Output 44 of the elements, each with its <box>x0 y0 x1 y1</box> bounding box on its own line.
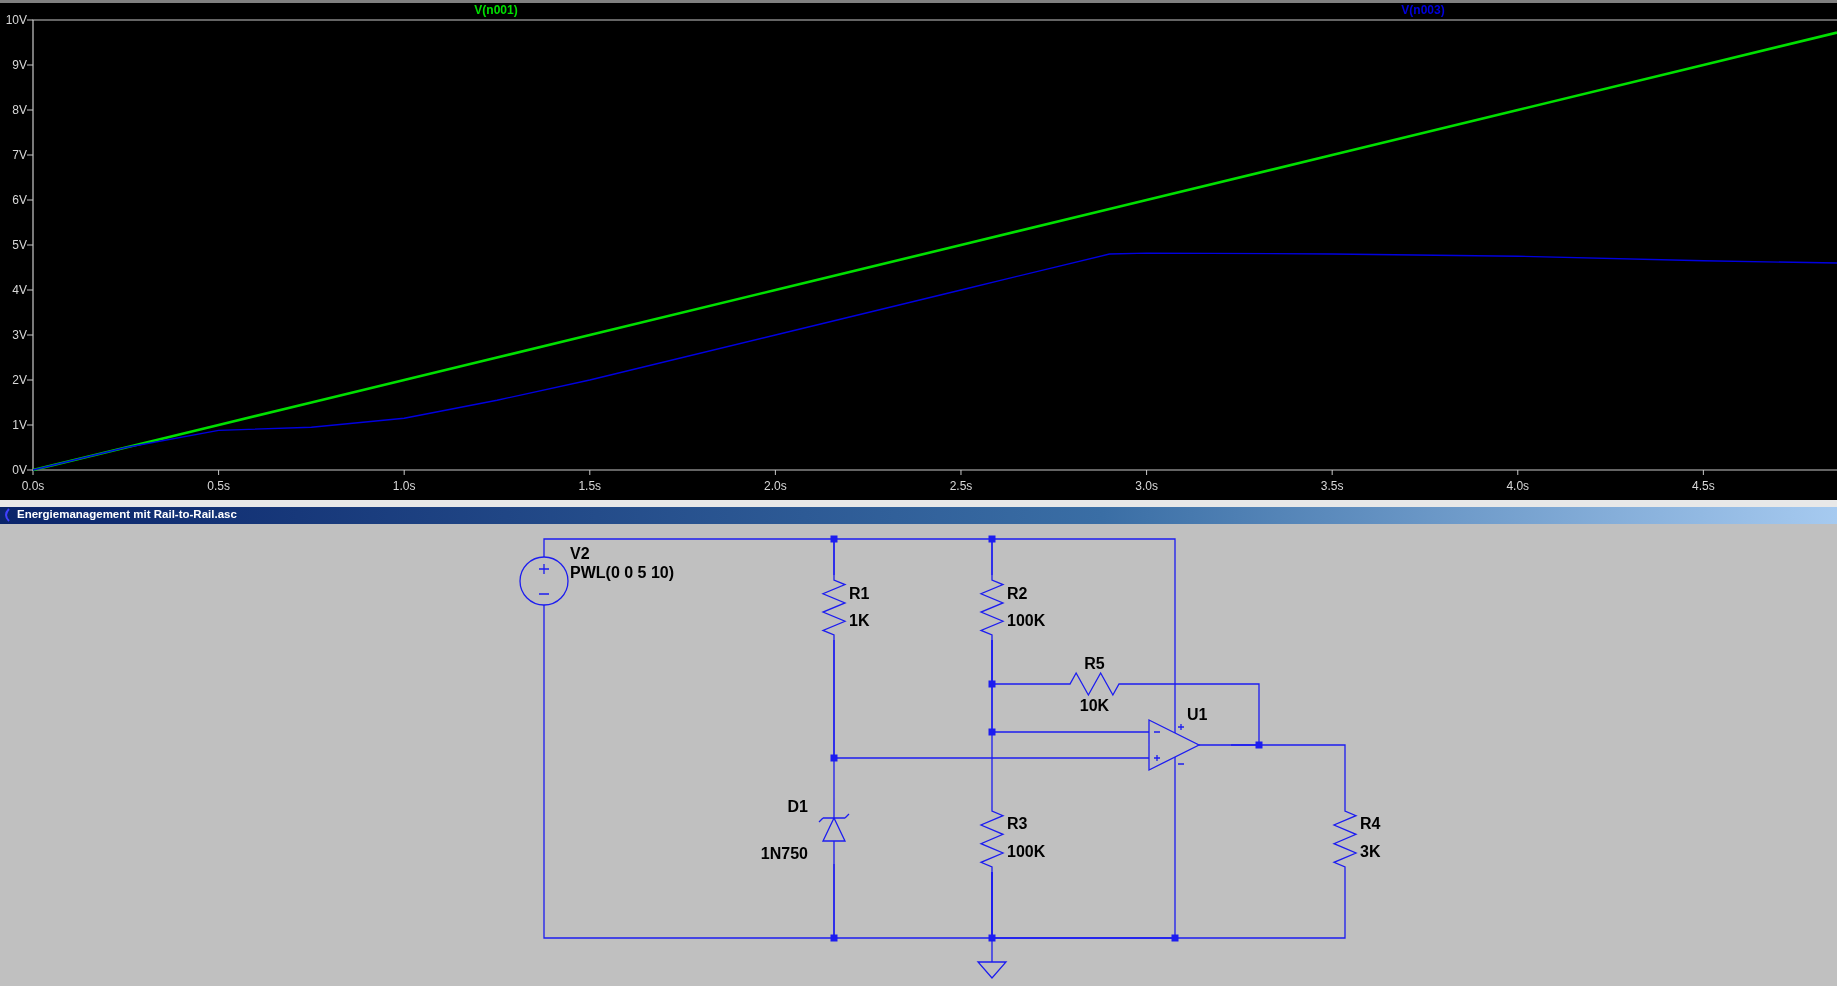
component-label: R3 <box>1007 815 1028 833</box>
axis-tick-label: 3.0s <box>1135 479 1158 493</box>
component-label: D1 <box>787 798 808 816</box>
component-label: 3K <box>1360 843 1381 861</box>
axis-tick-label: 2.0s <box>764 479 787 493</box>
component-label: PWL(0 0 5 10) <box>570 564 675 582</box>
axis-tick-label: 3V <box>12 328 27 342</box>
axis-tick-label: 1V <box>12 418 27 432</box>
component-label: 100K <box>1007 612 1046 630</box>
component-label: 1N750 <box>760 845 808 863</box>
axis-tick-label: 8V <box>12 103 27 117</box>
component-label: 10K <box>1078 697 1111 715</box>
component-label: R4 <box>1360 815 1381 833</box>
axis-tick-label: 5V <box>12 238 27 252</box>
axis-tick-label: 2V <box>12 373 27 387</box>
component-label: V2 <box>570 545 590 563</box>
series-label: V(n001) <box>474 3 518 17</box>
wire <box>991 871 993 963</box>
axis-tick-label: 1.0s <box>392 479 416 493</box>
axis-tick-label: 0.5s <box>207 479 230 493</box>
axis-tick-label: 9V <box>12 58 27 72</box>
axis-tick-label: 2.5s <box>949 479 973 493</box>
axis-tick-label: 4.5s <box>1692 479 1715 493</box>
wire <box>1230 744 1346 807</box>
component-label: R1 <box>849 585 870 603</box>
axis-tick-label: 7V <box>12 148 27 162</box>
component-label: U1 <box>1187 706 1208 724</box>
wire <box>991 538 1176 704</box>
wire <box>991 639 993 807</box>
axis-tick-label: 10V <box>5 13 27 27</box>
component-label: R5 <box>1083 655 1106 673</box>
axis-tick-label: 3.5s <box>1320 479 1344 493</box>
wire <box>833 639 1150 759</box>
axis-tick-label: 4V <box>12 283 27 297</box>
window-title: Energiemanagement mit Rail-to-Rail.asc <box>17 508 237 520</box>
axis-tick-label: 0.0s <box>21 479 45 493</box>
component-label: 1K <box>849 612 870 630</box>
component-label: R2 <box>1007 585 1028 603</box>
axis-tick-label: 6V <box>12 193 27 207</box>
axis-tick-label: 1.5s <box>578 479 602 493</box>
component-label: 100K <box>1007 843 1046 861</box>
axis-tick-label: 0V <box>12 463 27 477</box>
axis-tick-label: 4.0s <box>1506 479 1530 493</box>
series-label: V(n003) <box>1401 3 1445 17</box>
